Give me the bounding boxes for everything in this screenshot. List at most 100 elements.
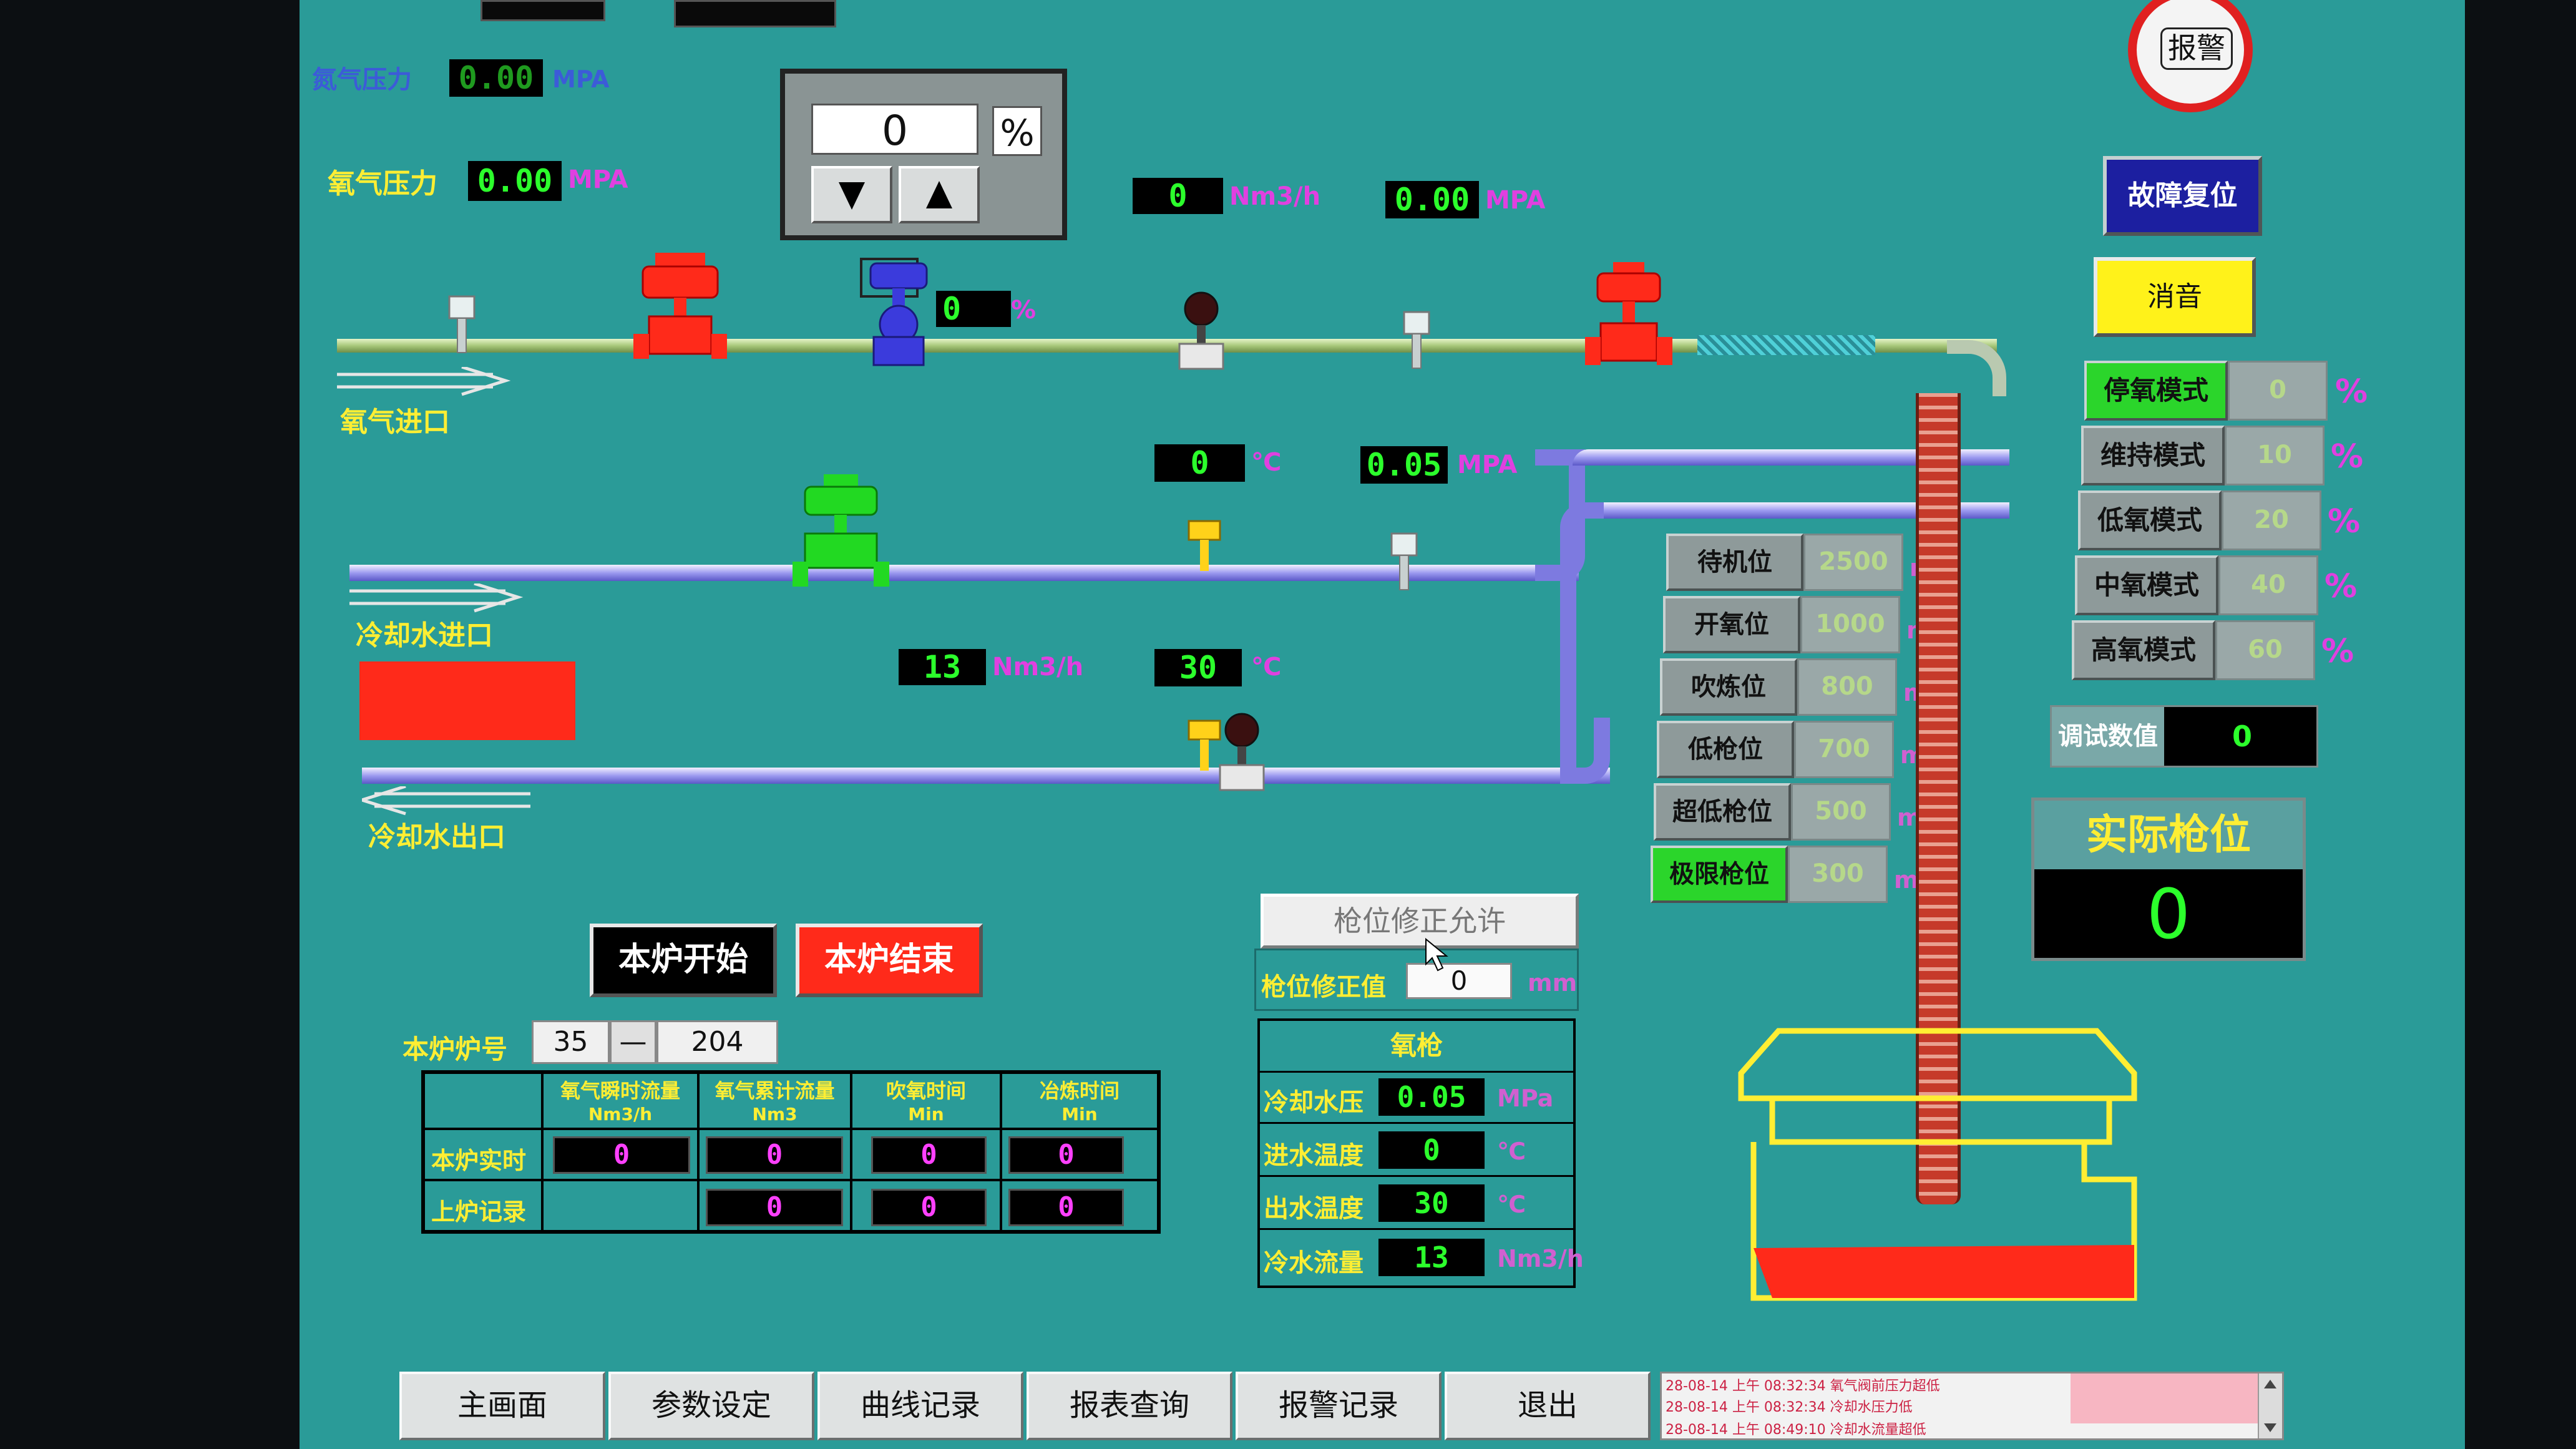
- arrow-up-icon: [926, 181, 952, 208]
- nav-report-query[interactable]: 报表查询: [1027, 1372, 1232, 1440]
- stats-header-title: 吹氧时间: [886, 1079, 966, 1103]
- stats-value: 0: [706, 1136, 843, 1174]
- valve-setpoint-display[interactable]: 0: [811, 104, 978, 155]
- silence-button[interactable]: 消音: [2094, 257, 2256, 337]
- top-button-stub-1[interactable]: [481, 0, 605, 21]
- red-shutoff-valve-icon: [1585, 262, 1672, 365]
- lance-row-inlet-temp: 进水温度 0 ℃: [1260, 1124, 1573, 1177]
- flow-meter-icon: [1178, 291, 1224, 370]
- pressure-sensor-icon-2: [1403, 311, 1430, 369]
- alarm-log-entry: 28-08-14 上午 08:49:10 冷却水流量超低: [1666, 1422, 1926, 1438]
- stats-cell: 0: [698, 1129, 851, 1180]
- water-outlet-arrow-icon: [362, 786, 530, 816]
- stats-header-title: 氧气累计流量: [715, 1079, 835, 1103]
- lance-row-unit: ℃: [1497, 1138, 1526, 1165]
- stats-value: 0: [1008, 1189, 1124, 1226]
- fault-reset-button[interactable]: 故障复位: [2103, 156, 2262, 236]
- valve-increase-button[interactable]: [899, 166, 980, 223]
- mode-low-oxygen-value: 20: [2222, 490, 2321, 550]
- mode-low-oxygen-button[interactable]: 低氧模式: [2078, 490, 2222, 550]
- cooling-water-outlet-corner: [1566, 718, 1610, 784]
- converter-vessel-icon: [1738, 1028, 2137, 1301]
- oxygen-flow-value: 0: [1133, 178, 1223, 214]
- position-standby-value: 2500: [1803, 534, 1903, 591]
- mode-stop-oxygen-button[interactable]: 停氧模式: [2084, 361, 2228, 421]
- position-open-oxygen-button[interactable]: 开氧位: [1663, 596, 1800, 653]
- water-in-temp-value: 0: [1154, 444, 1245, 482]
- mode-maintain-button[interactable]: 维持模式: [2081, 426, 2225, 485]
- scroll-up-icon[interactable]: [2259, 1375, 2281, 1393]
- monitor-bezel-left: [0, 0, 300, 1449]
- oxygen-pipe: [337, 339, 1997, 353]
- water-out-flow-value: 13: [899, 649, 986, 685]
- stats-row-current: 本炉实时: [424, 1129, 542, 1180]
- lance-status-title: 氧枪: [1260, 1021, 1573, 1073]
- stats-cell-empty: [542, 1180, 698, 1231]
- mode-high-oxygen-value: 60: [2215, 620, 2315, 680]
- mode-mid-oxygen-unit: %: [2325, 568, 2358, 605]
- position-low-lance-button[interactable]: 低枪位: [1657, 721, 1794, 778]
- stats-value: 0: [1008, 1136, 1124, 1174]
- water-inlet-arrow-icon: [349, 583, 524, 613]
- furnace-number-part2[interactable]: 204: [656, 1020, 778, 1064]
- stats-cell: 0: [1001, 1129, 1158, 1180]
- furnace-number-part1[interactable]: 35: [532, 1020, 610, 1064]
- temperature-sensor-icon-2: [1188, 720, 1221, 771]
- lance-row-outlet-temp: 出水温度 30 ℃: [1260, 1177, 1573, 1230]
- position-ultra-low-button[interactable]: 超低枪位: [1654, 783, 1791, 841]
- alarm-button[interactable]: 报警: [2128, 0, 2253, 112]
- stats-cell: 0: [851, 1180, 1001, 1231]
- lance-row-label: 冷却水压: [1264, 1088, 1364, 1117]
- nitrogen-pressure-label: 氮气压力: [312, 66, 412, 94]
- stats-header-unit: Min: [1061, 1104, 1098, 1125]
- nav-parameter-settings[interactable]: 参数设定: [608, 1372, 814, 1440]
- position-limit-button[interactable]: 极限枪位: [1651, 846, 1788, 903]
- alarm-log-scrollbar[interactable]: [2258, 1373, 2282, 1438]
- oxygen-valve-open-value: 0: [936, 291, 1011, 327]
- furnace-stats-table: 氧气瞬时流量 Nm3/h 氧气累计流量 Nm3 吹氧时间 Min 冶炼时间 Mi…: [421, 1070, 1161, 1234]
- position-low-lance-value: 700: [1794, 721, 1894, 778]
- lance-row-water-pressure: 冷却水压 0.05 MPa: [1260, 1071, 1573, 1124]
- alarm-log-list[interactable]: 28-08-14 上午 08:32:34 氧气阀前压力超低 28-08-14 上…: [1660, 1372, 2284, 1440]
- stats-cell: 0: [851, 1129, 1001, 1180]
- lance-row-label: 冷水流量: [1264, 1249, 1364, 1277]
- nav-main-screen[interactable]: 主画面: [399, 1372, 605, 1440]
- nav-curve-records[interactable]: 曲线记录: [817, 1372, 1023, 1440]
- arrow-down-icon: [839, 182, 865, 210]
- monitor-bezel-right: [2465, 0, 2576, 1449]
- nav-alarm-records[interactable]: 报警记录: [1236, 1372, 1442, 1440]
- mode-high-oxygen-button[interactable]: 高氧模式: [2072, 620, 2215, 680]
- stats-header-instant-flow: 氧气瞬时流量 Nm3/h: [542, 1073, 698, 1129]
- debug-value-label: 调试数值: [2052, 707, 2164, 766]
- lance-correction-input[interactable]: 0: [1406, 963, 1512, 999]
- lance-row-value: 0: [1378, 1131, 1485, 1169]
- nav-exit[interactable]: 退出: [1445, 1372, 1651, 1440]
- oxygen-flow-unit: Nm3/h: [1229, 182, 1321, 211]
- oxygen-pipe-elbow: [1947, 340, 2006, 396]
- mode-mid-oxygen-button[interactable]: 中氧模式: [2075, 555, 2218, 615]
- lance-correction-allow-button[interactable]: 枪位修正允许: [1261, 894, 1579, 949]
- nitrogen-pressure-unit: MPA: [552, 66, 610, 93]
- lance-correction-label: 枪位修正值: [1261, 973, 1386, 1002]
- mode-stop-oxygen-value-box: 0: [2228, 361, 2328, 421]
- debug-value-panel: 调试数值 0: [2050, 705, 2318, 768]
- valve-setpoint-unit: %: [992, 106, 1042, 156]
- lance-row-label: 出水温度: [1264, 1194, 1364, 1223]
- hmi-screen: 氮气压力 0.00 MPA 氧气压力 0.00 MPA 0 % 0 Nm3/h …: [300, 0, 2465, 1449]
- position-standby-button[interactable]: 待机位: [1666, 534, 1803, 591]
- top-button-stub-2[interactable]: [674, 0, 836, 27]
- oxygen-inlet-arrow-icon: [337, 367, 511, 396]
- mode-high-oxygen-unit: %: [2321, 633, 2354, 670]
- lance-row-value: 0.05: [1378, 1078, 1485, 1116]
- scroll-down-icon[interactable]: [2259, 1418, 2281, 1437]
- furnace-end-button[interactable]: 本炉结束: [796, 924, 983, 997]
- lance-correction-unit: mm: [1528, 969, 1578, 997]
- oxygen-pressure-value: 0.00: [468, 161, 562, 201]
- position-ultra-low-value: 500: [1791, 783, 1891, 841]
- furnace-start-button[interactable]: 本炉开始: [590, 924, 777, 997]
- valve-decrease-button[interactable]: [811, 166, 892, 223]
- position-blowing-button[interactable]: 吹炼位: [1660, 658, 1797, 716]
- blue-control-valve-icon: [860, 258, 928, 366]
- oxygen-pressure-unit: MPA: [568, 165, 628, 194]
- stats-row-label: 上炉记录: [431, 1198, 527, 1226]
